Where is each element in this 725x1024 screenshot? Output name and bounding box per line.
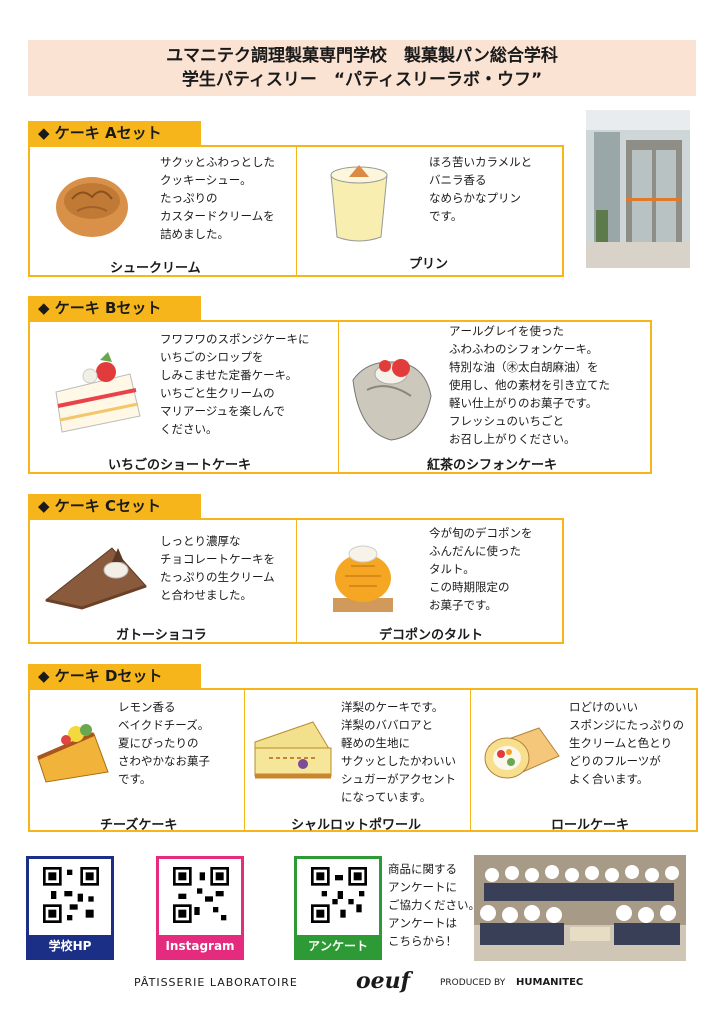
pudding-description: ほろ苦いカラメルと バニラ香る なめらかなプリン です。 — [429, 155, 533, 223]
students-photo — [474, 855, 686, 961]
pudding-name: プリン — [409, 257, 449, 272]
item-strawberry-shortcake: フワフワのスポンジケーキに いちごのシロップを しみこませた定番ケーキ。 いちご… — [30, 322, 338, 473]
dekopon-tart-illustration — [333, 545, 393, 612]
shop-title: 学生パティスリー “パティスリーラボ・ウフ” — [181, 70, 543, 90]
set-c-box: しっとり濃厚な チョコレートケーキを たっぷりの生クリーム と合わせました。 ガ… — [28, 518, 564, 644]
item-charlotte-poire: 洋梨のケーキです。 洋梨のババロアと 軽めの生地に サクッとしたかわいい シュガ… — [244, 690, 471, 833]
set-b-box: フワフワのスポンジケーキに いちごのシロップを しみこませた定番ケーキ。 いちご… — [28, 320, 652, 474]
charlotte-illustration — [254, 721, 332, 779]
instagram-link[interactable]: Instagram — [156, 856, 244, 960]
set-b-label: ◆ ケーキ Bセット — [28, 296, 201, 320]
instagram-label: Instagram — [159, 935, 241, 957]
cheesecake-description: レモン香る ベイクドチーズ。 夏にぴったりの さわやかなお菓子 です。 — [118, 700, 210, 786]
shortcake-description: フワフワのスポンジケーキに いちごのシロップを しみこませた定番ケーキ。 いちご… — [160, 332, 310, 436]
dekopon-tart-description: 今が旬のデコポンを ふんだんに使った タルト。 この時期限定の お菓子です。 — [429, 526, 533, 612]
survey-label: アンケート — [297, 935, 379, 957]
item-pudding: ほろ苦いカラメルと バニラ香る なめらかなプリン です。 プリン — [296, 147, 563, 275]
school-hp-link[interactable]: 学校HP — [26, 856, 114, 960]
footer-brand: PÂTISSERIE LABORATOIRE — [134, 976, 298, 989]
set-d-label: ◆ ケーキ Dセット — [28, 664, 201, 688]
qr-code-icon — [311, 867, 367, 923]
footer-logo: oeuf — [356, 968, 411, 994]
charlotte-name: シャルロットポワール — [291, 818, 422, 833]
roll-cake-name: ロールケーキ — [551, 818, 630, 833]
storefront-photo — [586, 110, 690, 268]
item-gateau-chocolat: しっとり濃厚な チョコレートケーキを たっぷりの生クリーム と合わせました。 ガ… — [30, 520, 296, 643]
shortcake-name: いちごのショートケーキ — [108, 458, 252, 473]
page-header: ユマニテク調理製菓専門学校 製菓製パン総合学科 学生パティスリー “パティスリー… — [28, 40, 696, 96]
survey-note: 商品に関する アンケートに ご協力ください。 アンケートは こちらから！ — [388, 862, 480, 948]
set-d-box: レモン香る ベイクドチーズ。 夏にぴったりの さわやかなお菓子 です。 チーズケ… — [28, 688, 698, 833]
cream-puff-illustration — [56, 177, 128, 237]
item-cheesecake: レモン香る ベイクドチーズ。 夏にぴったりの さわやかなお菓子 です。 チーズケ… — [30, 690, 244, 833]
chiffon-illustration — [352, 359, 432, 441]
item-tea-chiffon: アールグレイを使った ふわふわのシフォンケーキ。 特別な油（㊍太白胡麻油）を 使… — [338, 322, 651, 473]
survey-link[interactable]: アンケート — [294, 856, 382, 960]
gateau-chocolat-name: ガトーショコラ — [116, 628, 207, 643]
chiffon-name: 紅茶のシフォンケーキ — [427, 458, 558, 473]
school-hp-label: 学校HP — [29, 935, 111, 957]
set-a-label: ◆ ケーキ Aセット — [28, 121, 201, 145]
roll-cake-illustration — [484, 727, 560, 779]
shortcake-illustration — [55, 352, 141, 433]
cheesecake-illustration — [37, 724, 109, 783]
item-dekopon-tart: 今が旬のデコポンを ふんだんに使った タルト。 この時期限定の お菓子です。 デ… — [296, 520, 563, 643]
footer-produced-by: PRODUCED BY — [440, 978, 506, 988]
cream-puff-description: サクッとふわっとした クッキーシュー。 たっぷりの カスタードクリームを 詰めま… — [160, 155, 275, 241]
dekopon-tart-name: デコポンのタルト — [379, 628, 484, 643]
school-title: ユマニテク調理製菓専門学校 製菓製パン総合学科 — [166, 46, 558, 66]
item-cream-puff: サクッとふわっとした クッキーシュー。 たっぷりの カスタードクリームを 詰めま… — [30, 147, 296, 276]
chiffon-description: アールグレイを使った ふわふわのシフォンケーキ。 特別な油（㊍太白胡麻油）を 使… — [449, 324, 610, 446]
set-a-box: サクッとふわっとした クッキーシュー。 たっぷりの カスタードクリームを 詰めま… — [28, 145, 564, 277]
qr-code-icon — [173, 867, 229, 923]
qr-code-icon — [43, 867, 99, 923]
item-roll-cake: ロどけのいい スポンジにたっぷりの 生クリームと色とり どりのフルーツが よく合… — [470, 690, 697, 833]
set-c-label: ◆ ケーキ Cセット — [28, 494, 201, 518]
pudding-illustration — [330, 165, 388, 242]
footer-company: HUMANITEC — [516, 977, 584, 988]
cheesecake-name: チーズケーキ — [100, 818, 178, 833]
roll-cake-description: ロどけのいい スポンジにたっぷりの 生クリームと色とり どりのフルーツが よく合… — [569, 700, 684, 786]
gateau-chocolat-illustration — [44, 547, 147, 610]
charlotte-description: 洋梨のケーキです。 洋梨のババロアと 軽めの生地に サクッとしたかわいい シュガ… — [341, 700, 456, 804]
cream-puff-name: シュークリーム — [110, 261, 201, 276]
gateau-chocolat-description: しっとり濃厚な チョコレートケーキを たっぷりの生クリーム と合わせました。 — [160, 534, 275, 602]
